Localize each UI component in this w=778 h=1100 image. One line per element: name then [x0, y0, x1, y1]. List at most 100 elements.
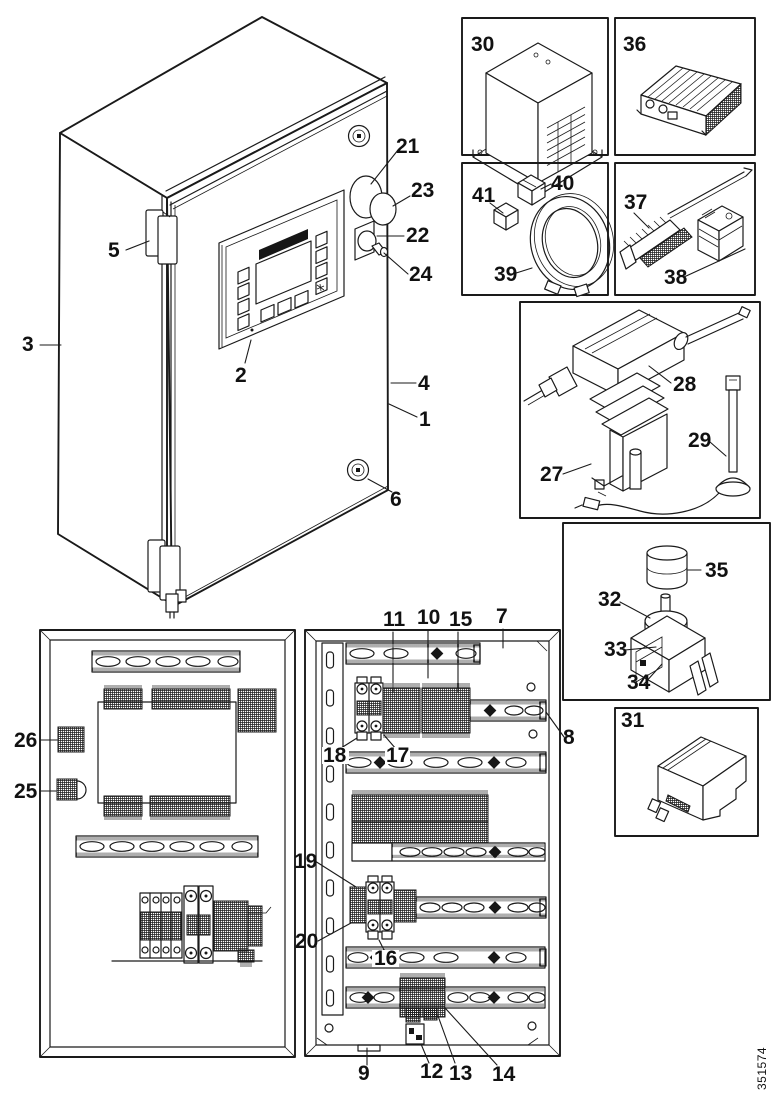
callout-27: 27: [540, 463, 563, 486]
callouts: 3 5 2 21 23 22 24 4 1 6 30 36 41 40 39 3…: [14, 33, 729, 1086]
inset-box-30: [461, 17, 609, 197]
callout-16: 16: [374, 947, 397, 970]
lock-screw-top: [347, 124, 371, 148]
component-25: [56, 778, 87, 801]
callout-35: 35: [705, 559, 729, 582]
callout-38: 38: [664, 266, 688, 289]
panel-left: [39, 629, 296, 1058]
leader-2: [244, 339, 252, 364]
breaker-pair: [354, 676, 384, 741]
panel-star-icon: [316, 283, 325, 292]
relay-31: [647, 736, 747, 823]
callout-13: 13: [449, 1062, 472, 1085]
din-rail: [75, 835, 259, 858]
inset-box-switch: [562, 522, 771, 701]
leader-13: [437, 1015, 456, 1064]
leader-37: [633, 212, 650, 229]
leader-6: [367, 478, 393, 493]
callout-18: 18: [323, 744, 347, 767]
control-panel: [218, 189, 345, 350]
leader-38: [683, 248, 746, 278]
din-rail: [351, 842, 546, 862]
terminal-block-small: [423, 1007, 438, 1021]
callout-24: 24: [409, 263, 433, 286]
terminal-block: [421, 687, 471, 734]
callout-9: 9: [358, 1062, 370, 1085]
callout-3: 3: [22, 333, 34, 356]
terminal-block: [349, 886, 368, 924]
terminal-block: [382, 687, 421, 734]
callout-30: 30: [471, 33, 494, 56]
leader-lines: [39, 149, 746, 1066]
callout-12: 12: [420, 1060, 443, 1083]
callout-23: 23: [411, 179, 434, 202]
leader-28: [648, 365, 672, 384]
leader-19: [314, 860, 357, 888]
callout-40: 40: [551, 172, 574, 195]
leader-32: [619, 601, 651, 619]
callout-17: 17: [386, 744, 409, 767]
din-rail: [345, 642, 481, 665]
ring-part: [529, 193, 615, 298]
callout-39: 39: [494, 263, 517, 286]
din-rail: [91, 650, 241, 673]
inset-box-relay: [614, 707, 759, 837]
leader-34: [643, 663, 663, 685]
main-switch-knob: [349, 175, 397, 226]
leader-29: [709, 441, 727, 457]
panel-display: [255, 240, 312, 305]
drawing-number: 351574: [755, 1047, 769, 1090]
hinge-top: [145, 209, 178, 265]
leader-5: [125, 240, 150, 251]
callout-19: 19: [294, 850, 317, 873]
leader-33: [624, 646, 657, 651]
terminal-block: [393, 889, 417, 923]
hinge-bottom: [147, 539, 187, 619]
callout-6: 6: [390, 488, 402, 511]
callout-28: 28: [673, 373, 697, 396]
callout-21: 21: [396, 135, 420, 158]
callout-36: 36: [623, 33, 646, 56]
leader-1: [388, 403, 418, 418]
breaker-pair: [365, 875, 395, 940]
inset-box-36: [614, 17, 756, 156]
leader-17: [383, 734, 397, 750]
leader-16: [378, 939, 385, 951]
leader-14: [445, 1008, 498, 1066]
callout-4: 4: [418, 372, 430, 395]
leader-27: [562, 463, 592, 475]
terminal-strip-37: [619, 167, 753, 270]
lock-screw-bottom: [346, 458, 370, 482]
callout-41: 41: [472, 184, 496, 207]
leader-21: [370, 149, 399, 185]
cable-duct: [321, 642, 344, 1016]
terminal-block-small: [405, 1007, 421, 1023]
panel-logo-band: [259, 229, 308, 260]
antenna-29: [574, 375, 751, 515]
leader-8: [545, 711, 565, 738]
leader-39: [512, 267, 533, 275]
callout-37: 37: [624, 191, 647, 214]
callout-26: 26: [14, 729, 37, 752]
leader-23: [392, 195, 411, 207]
callout-20: 20: [295, 930, 318, 953]
connector-41: [493, 202, 519, 231]
breaker-assembly: [111, 885, 272, 967]
din-rail: [469, 699, 547, 722]
terminal-block-large: [351, 794, 489, 846]
leader-12: [420, 1043, 430, 1064]
component-26: [57, 726, 85, 753]
callout-22: 22: [406, 224, 429, 247]
sensor-38: [697, 205, 744, 262]
marker-tag: [405, 1023, 425, 1045]
callout-10: 10: [417, 606, 440, 629]
callout-25: 25: [14, 780, 38, 803]
callout-29: 29: [688, 429, 711, 452]
pcb-board: [97, 685, 277, 820]
callout-1: 1: [419, 408, 431, 431]
inset-box-filter: [519, 301, 761, 519]
panel-middle: [304, 629, 561, 1057]
callout-14: 14: [492, 1063, 516, 1086]
